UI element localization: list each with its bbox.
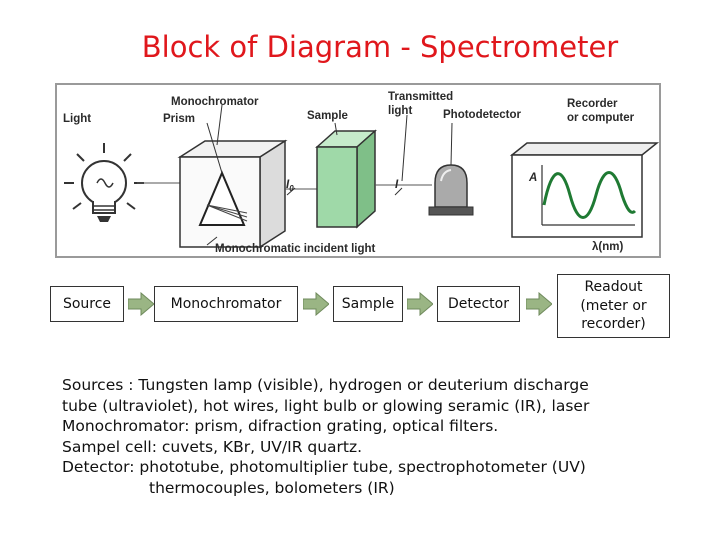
- label-or-computer: or computer: [567, 112, 635, 124]
- note-line: Detector: phototube, photomultiplier tub…: [62, 458, 586, 476]
- note-line: Sources : Tungsten lamp (visible), hydro…: [62, 376, 589, 394]
- flow-arrow-icon: [128, 292, 154, 316]
- note-line: Sampel cell: cuvets, KBr, UV/IR quartz.: [62, 437, 363, 456]
- spectrometer-figure: Light Monochromator Prism Sample Transmi…: [55, 83, 661, 258]
- label-prism: Prism: [163, 113, 195, 125]
- label-incident-light: Monochromatic incident light: [215, 243, 376, 255]
- flow-arrow-icon: [303, 292, 329, 316]
- spectrometer-illustration: Light Monochromator Prism Sample Transmi…: [63, 91, 660, 255]
- label-i0: I0: [286, 179, 294, 193]
- label-transmitted: Transmitted: [388, 91, 453, 103]
- prism-icon: [198, 170, 246, 226]
- sample-cube: [315, 129, 377, 229]
- label-photodetector: Photodetector: [443, 109, 521, 121]
- label-absorbance: A: [528, 172, 537, 184]
- light-bulb-icon: [64, 143, 144, 222]
- flow-step-sample: Sample: [333, 286, 403, 322]
- note-line: Monochromator: prism, difraction grating…: [62, 417, 499, 435]
- label-recorder: Recorder: [567, 98, 618, 110]
- label-sample: Sample: [307, 110, 348, 122]
- photodetector-icon: [428, 164, 474, 216]
- flow-step-readout: Readout (meter or recorder): [557, 274, 670, 338]
- flow-step-monochromator: Monochromator: [154, 286, 298, 322]
- label-light: Light: [63, 113, 91, 125]
- flow-step-detector: Detector: [437, 286, 520, 322]
- note-line: tube (ultraviolet), hot wires, light bul…: [62, 396, 590, 415]
- label-i: I: [395, 179, 399, 191]
- label-transmitted-light: light: [388, 105, 412, 117]
- label-wavelength: λ(nm): [592, 241, 623, 253]
- recorder-screen: [509, 142, 660, 238]
- note-line: thermocouples, bolometers (IR): [149, 478, 395, 497]
- notes-text: Sources : Tungsten lamp (visible), hydro…: [62, 375, 712, 498]
- monochromator-box: [177, 139, 288, 249]
- absorbance-wave: [542, 171, 637, 219]
- flow-step-source: Source: [50, 286, 124, 322]
- flow-arrow-icon: [526, 292, 552, 316]
- label-monochromator: Monochromator: [171, 96, 259, 108]
- flow-arrow-icon: [407, 292, 433, 316]
- slide-title: Block of Diagram - Spectrometer: [141, 30, 619, 64]
